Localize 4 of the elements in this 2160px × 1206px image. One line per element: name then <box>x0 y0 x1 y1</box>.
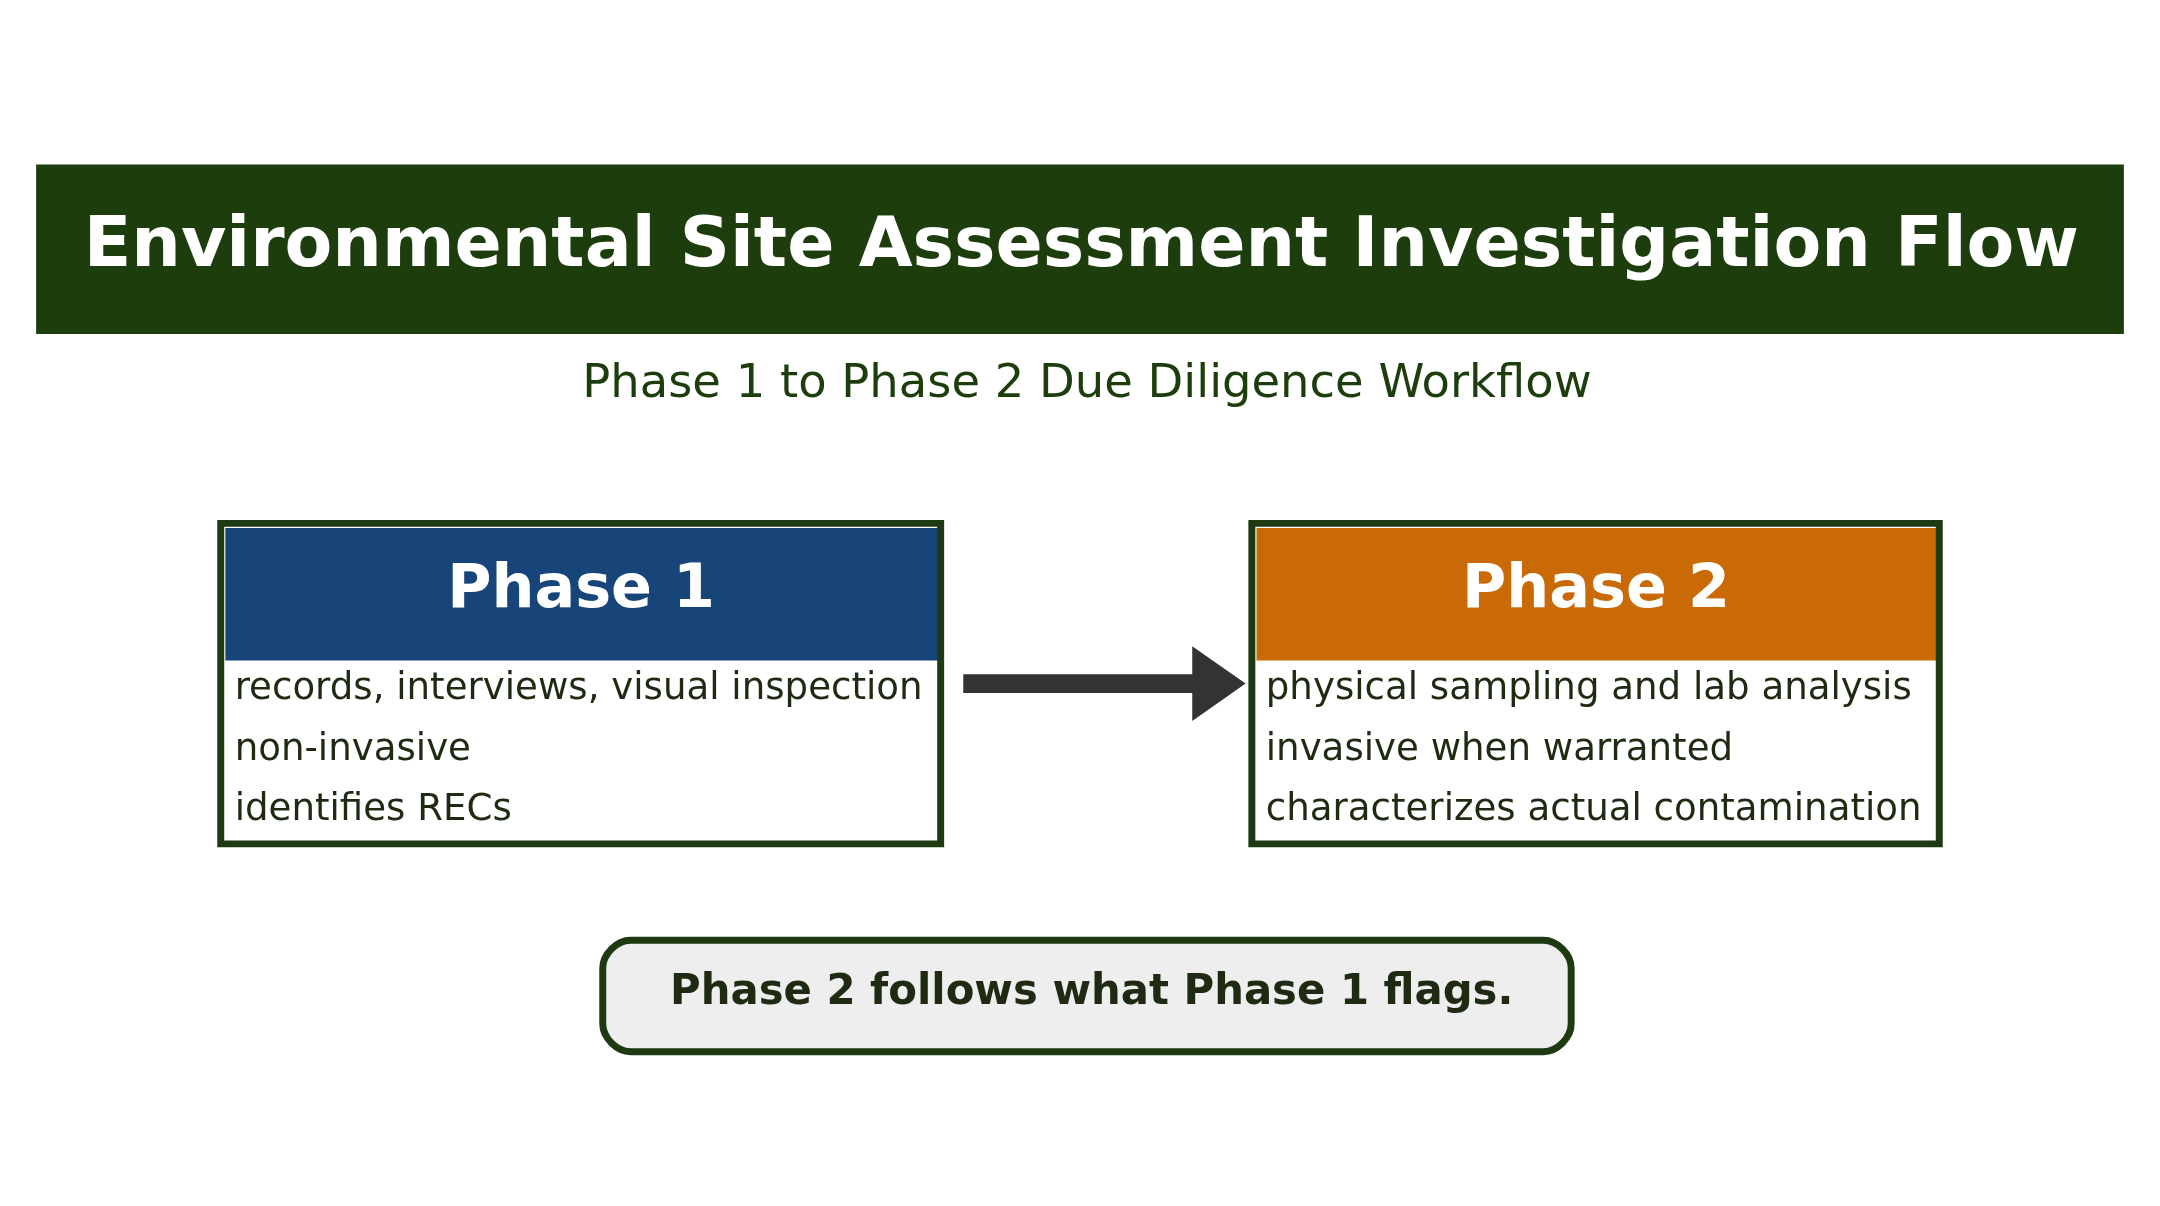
node-box: Phase 2 follows what Phase 1 flags. <box>599 936 1575 1055</box>
diagram-title: Environmental Site Assessment Investigation Flow <box>83 200 2079 282</box>
label: Phase 1 to Phase 2 Due Diligence Workflow <box>582 353 1592 408</box>
arrow <box>963 645 1246 721</box>
